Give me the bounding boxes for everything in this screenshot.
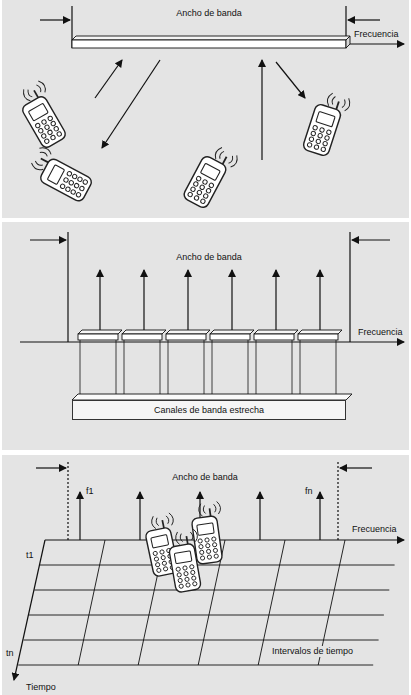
mobile-phones [13, 79, 351, 211]
time-frequency-grid [14, 462, 404, 680]
axis-label: tn [4, 648, 16, 659]
axis-label: Intervalos de tiempo [270, 646, 355, 657]
narrowband-channels [20, 232, 404, 400]
box-label: Canales de banda estrecha [154, 405, 264, 416]
fdma-shared-band [40, 6, 404, 160]
axis-label: Ancho de banda [170, 472, 240, 483]
mobile-phones [142, 501, 228, 593]
axis-label: Ancho de banda [174, 8, 244, 19]
axis-label: Tiempo [24, 682, 58, 693]
axis-label: Ancho de banda [174, 252, 244, 263]
axis-label: Frecuencia [352, 29, 401, 40]
axis-label: t1 [24, 550, 36, 561]
axis-label: fn [303, 486, 315, 497]
axis-label: f1 [84, 486, 96, 497]
channel-box: Canales de banda estrecha [72, 400, 346, 420]
axis-label: Frecuencia [350, 524, 399, 535]
axis-label: Frecuencia [356, 327, 405, 338]
